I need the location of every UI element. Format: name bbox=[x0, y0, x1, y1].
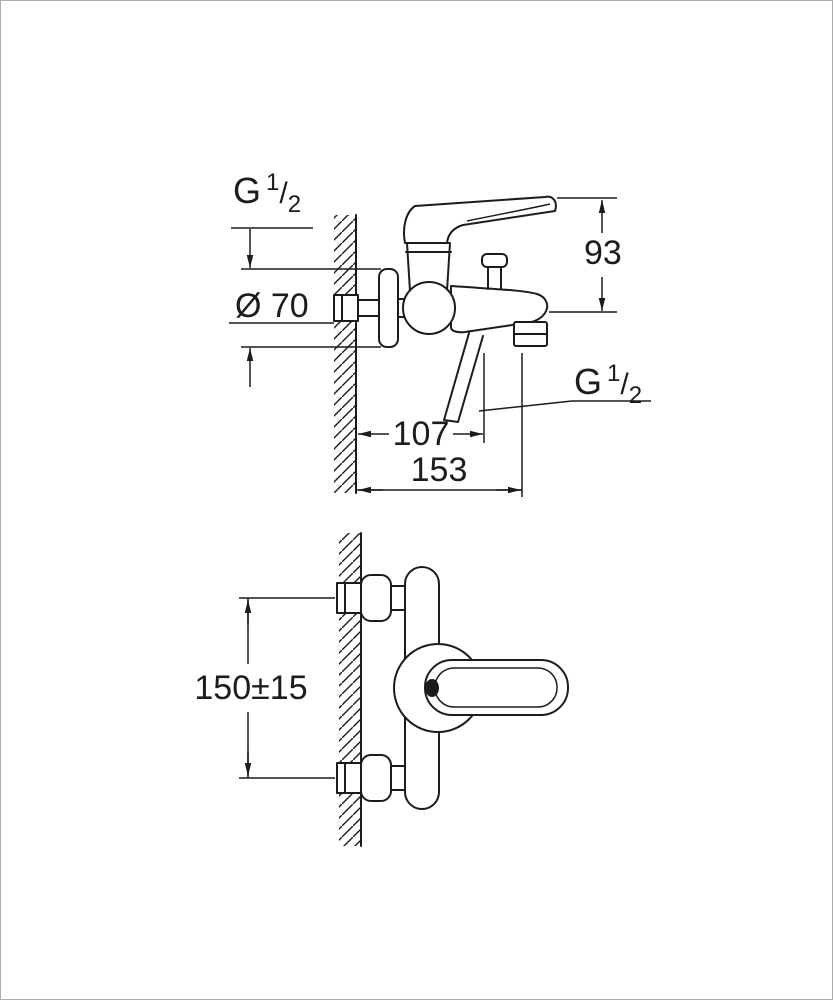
supply-pipe bbox=[357, 299, 380, 317]
escutcheon-top bbox=[360, 574, 392, 622]
lever-handle-front bbox=[424, 659, 569, 716]
inlet-thread-slash: / bbox=[279, 177, 288, 210]
union-nut-bottom bbox=[336, 762, 362, 794]
mixer-body-sphere bbox=[402, 281, 456, 335]
shower-thread-base: G bbox=[574, 361, 602, 402]
height-extension-lines bbox=[549, 197, 617, 313]
diverter-stem bbox=[487, 265, 502, 290]
wall-hatch-area-front bbox=[339, 533, 361, 846]
label-153: 153 bbox=[411, 451, 468, 489]
shower-thread-leader bbox=[478, 400, 651, 412]
inlet-thread-numerator: 1 bbox=[266, 169, 279, 196]
lever-handle bbox=[403, 195, 557, 244]
escutcheon-edge bbox=[378, 268, 399, 348]
shower-thread-slash: / bbox=[620, 368, 629, 401]
connector-bottom bbox=[390, 765, 406, 791]
side-view bbox=[333, 195, 557, 494]
dim150-extension-lines bbox=[239, 597, 335, 779]
escutcheon-extension-lines bbox=[241, 268, 381, 348]
lever-pivot-mark bbox=[425, 679, 439, 697]
wall-hatch-area bbox=[334, 215, 356, 493]
lever-detail-line bbox=[466, 203, 551, 222]
shower-thread-denominator: 2 bbox=[629, 382, 642, 409]
shower-hose-outlet bbox=[443, 332, 484, 423]
diverter-knob bbox=[481, 253, 508, 268]
label-150: 150±15 bbox=[194, 669, 307, 707]
inlet-thread-base: G bbox=[233, 170, 261, 211]
union-nut bbox=[333, 294, 359, 322]
front-view-dimensions: 150±15 bbox=[194, 597, 335, 779]
label-107: 107 bbox=[393, 415, 450, 453]
label-escutcheon-diameter: Ø 70 bbox=[235, 287, 309, 325]
shower-thread-numerator: 1 bbox=[607, 360, 620, 387]
front-view bbox=[336, 532, 569, 847]
escutcheon-bottom bbox=[360, 754, 392, 802]
spout bbox=[450, 285, 549, 334]
union-nut-top bbox=[336, 582, 362, 614]
label-height-93: 93 bbox=[584, 234, 622, 272]
inlet-thread-denominator: 2 bbox=[288, 191, 301, 218]
connector-top bbox=[390, 585, 406, 611]
